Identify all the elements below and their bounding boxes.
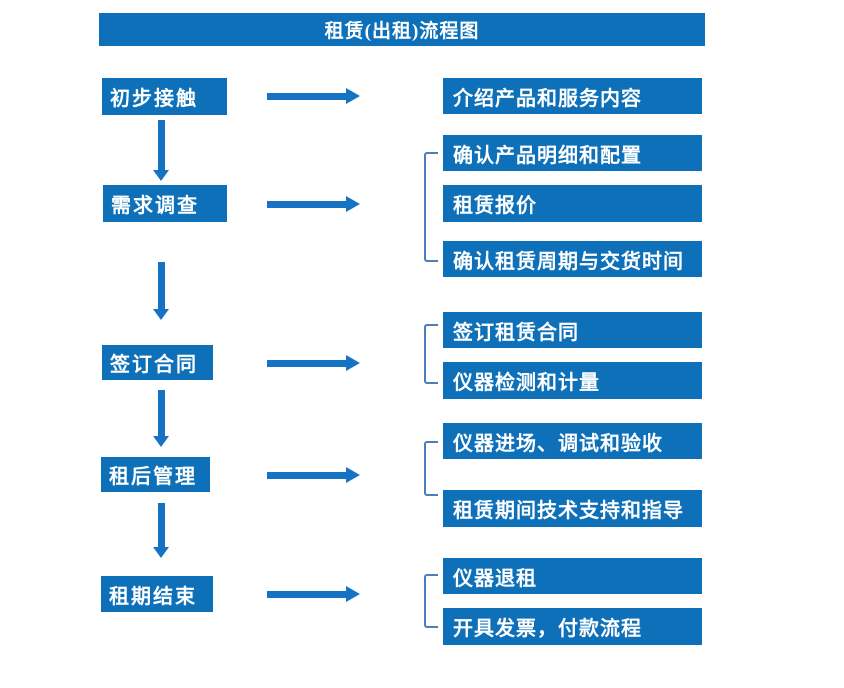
step-box-rental-end: 租期结束 bbox=[101, 576, 213, 612]
detail-box-sign-rental-contract: 签订租赁合同 bbox=[443, 312, 702, 348]
step-box-needs-survey: 需求调查 bbox=[103, 185, 227, 222]
group-bracket bbox=[424, 324, 438, 384]
detail-box-instrument-setup: 仪器进场、调试和验收 bbox=[443, 423, 702, 459]
arrow-shaft bbox=[157, 390, 165, 437]
flow-arrow-down-icon bbox=[153, 390, 169, 447]
step-box-sign-contract: 签订合同 bbox=[102, 345, 213, 380]
arrow-shaft bbox=[157, 120, 165, 171]
arrow-shaft bbox=[267, 200, 347, 208]
arrow-head bbox=[153, 170, 169, 181]
arrow-head bbox=[153, 436, 169, 447]
detail-box-confirm-product-spec: 确认产品明细和配置 bbox=[443, 135, 702, 171]
diagram-title: 租赁(出租)流程图 bbox=[99, 13, 705, 46]
arrow-head bbox=[153, 309, 169, 320]
arrow-head bbox=[346, 355, 360, 371]
arrow-shaft bbox=[157, 503, 165, 548]
group-bracket bbox=[424, 441, 438, 496]
arrow-head bbox=[346, 88, 360, 104]
group-bracket bbox=[424, 574, 438, 628]
detail-box-rental-quote: 租赁报价 bbox=[443, 185, 702, 222]
detail-box-invoice-payment: 开具发票，付款流程 bbox=[443, 608, 702, 645]
flow-arrow-right-icon bbox=[267, 355, 360, 371]
arrow-head bbox=[346, 586, 360, 602]
arrow-shaft bbox=[267, 359, 347, 367]
detail-box-confirm-period: 确认租赁周期与交货时间 bbox=[443, 241, 702, 277]
group-bracket bbox=[424, 152, 438, 262]
flow-arrow-right-icon bbox=[267, 88, 360, 104]
arrow-head bbox=[346, 467, 360, 483]
flow-arrow-down-icon bbox=[153, 120, 169, 181]
flow-arrow-down-icon bbox=[153, 503, 169, 558]
flow-arrow-right-icon bbox=[267, 196, 360, 212]
step-box-rental-management: 租后管理 bbox=[101, 457, 210, 492]
flow-arrow-down-icon bbox=[153, 262, 169, 320]
arrow-shaft bbox=[157, 262, 165, 310]
detail-box-intro-products: 介绍产品和服务内容 bbox=[443, 78, 702, 114]
arrow-head bbox=[346, 196, 360, 212]
detail-box-tech-support: 租赁期间技术支持和指导 bbox=[443, 490, 702, 527]
step-box-initial-contact: 初步接触 bbox=[102, 78, 227, 115]
flow-arrow-right-icon bbox=[267, 467, 360, 483]
detail-box-instrument-return: 仪器退租 bbox=[443, 558, 702, 594]
arrow-shaft bbox=[267, 590, 347, 598]
arrow-shaft bbox=[267, 471, 347, 479]
arrow-shaft bbox=[267, 92, 347, 100]
arrow-head bbox=[153, 547, 169, 558]
flow-arrow-right-icon bbox=[267, 586, 360, 602]
detail-box-instrument-testing: 仪器检测和计量 bbox=[443, 362, 702, 399]
